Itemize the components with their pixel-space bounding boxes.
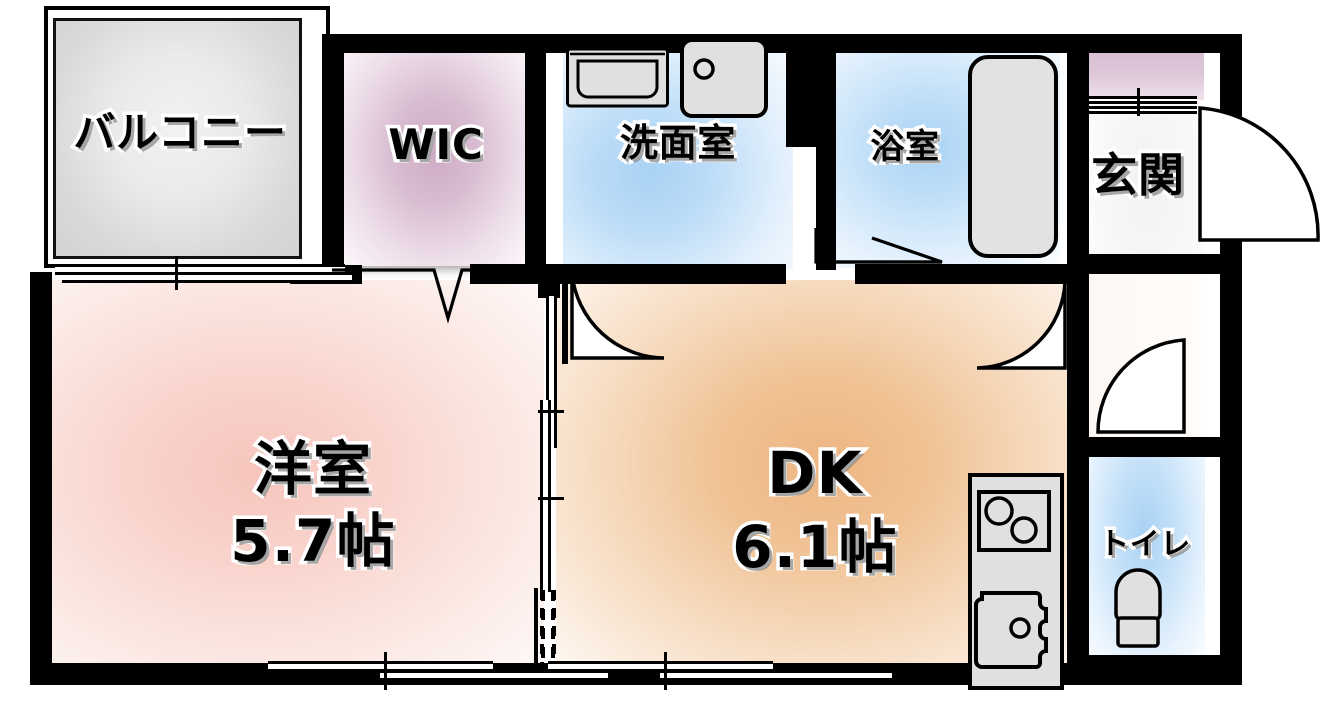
wall-dk-north-stub-right bbox=[960, 264, 1067, 284]
south-window-right-lower[interactable] bbox=[660, 670, 892, 681]
shoe-cabinet-tick bbox=[1137, 88, 1140, 116]
partition-dashed-b bbox=[551, 590, 555, 664]
kitchen-unit-icon bbox=[968, 473, 1064, 690]
wall-balcony-wic-divider bbox=[322, 34, 344, 276]
bathtub-icon bbox=[968, 55, 1058, 258]
wic-folding-door[interactable] bbox=[330, 264, 530, 324]
washing-machine-pan-icon bbox=[680, 38, 768, 118]
room-fill-balcony bbox=[53, 18, 302, 259]
room-label-wic: WIC bbox=[385, 120, 486, 170]
toilet-door-swing[interactable] bbox=[1092, 336, 1188, 436]
room-area-western-room: 5.7帖 bbox=[227, 507, 398, 575]
partition-dashed-a bbox=[541, 590, 545, 664]
balcony-window-tick bbox=[175, 256, 178, 290]
wall-room-partition-top bbox=[538, 264, 560, 298]
wall-wic-east bbox=[525, 34, 546, 282]
south-window-left-lower[interactable] bbox=[380, 670, 608, 681]
wash-basin-icon bbox=[566, 47, 669, 109]
wall-genkan-south bbox=[1067, 254, 1220, 274]
dk-hall-door-swing[interactable] bbox=[973, 280, 1069, 372]
wall-genkan-west bbox=[1067, 34, 1089, 274]
room-label-western-room: 洋室 bbox=[250, 435, 374, 503]
balcony-sliding-window-lower[interactable] bbox=[62, 272, 352, 283]
wall-north-upper bbox=[322, 34, 1242, 53]
shoe-cabinet-line-lower bbox=[1089, 106, 1197, 114]
room-label-bathroom: 浴室 bbox=[867, 126, 943, 168]
room-label-genkan: 玄関 bbox=[1088, 148, 1188, 202]
room-fill-western-room bbox=[48, 280, 544, 680]
partition-vertical-line bbox=[534, 588, 538, 666]
wall-toilet-north bbox=[1067, 437, 1220, 457]
room-label-dk: DK bbox=[764, 439, 865, 507]
toilet-bowl-icon bbox=[1106, 558, 1170, 650]
washroom-door-jamb bbox=[562, 272, 568, 364]
wall-bath-west bbox=[816, 34, 836, 270]
partition-tick-upper bbox=[538, 410, 564, 413]
wall-toilet-south bbox=[1067, 655, 1220, 675]
room-label-toilet: トイレ bbox=[1096, 526, 1194, 564]
room-area-dk: 6.1帖 bbox=[729, 513, 900, 581]
entrance-door-swing[interactable] bbox=[1196, 104, 1324, 246]
room-partition-sliding-door-upper[interactable] bbox=[546, 296, 557, 448]
south-window-right-tick bbox=[664, 652, 667, 690]
wall-dk-north-stub bbox=[668, 264, 786, 284]
room-label-washroom: 洗面室 bbox=[616, 120, 739, 166]
wall-west-outer bbox=[30, 272, 52, 682]
room-partition-sliding-door-lower[interactable] bbox=[540, 400, 551, 592]
room-fill-wic bbox=[343, 53, 526, 266]
wall-nub-south-mid bbox=[200, 663, 270, 685]
room-label-balcony: バルコニー bbox=[70, 108, 290, 158]
south-window-left-tick bbox=[384, 652, 387, 690]
washroom-door-swing[interactable] bbox=[568, 272, 668, 362]
wall-dk-corridor bbox=[1067, 274, 1089, 664]
bathroom-folding-door[interactable] bbox=[812, 226, 948, 270]
partition-tick-lower bbox=[538, 497, 564, 500]
shoe-cabinet-line-upper bbox=[1089, 96, 1197, 104]
